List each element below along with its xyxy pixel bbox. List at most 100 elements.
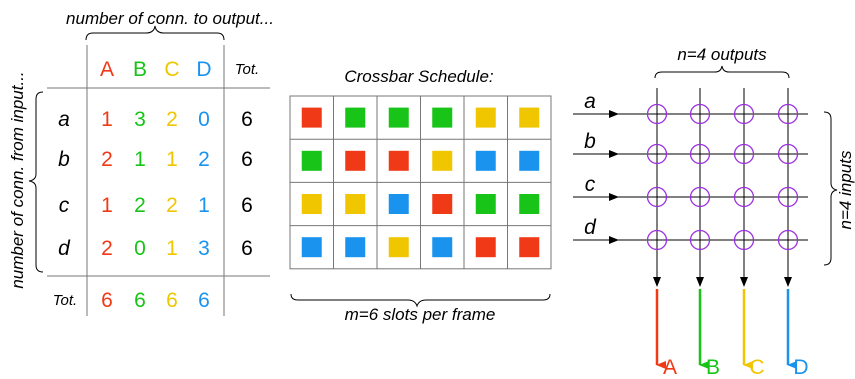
crosspoint-circle <box>777 143 799 165</box>
col-header-c: C <box>164 58 179 81</box>
outputs-brace <box>654 65 790 79</box>
row-total: 6 <box>241 237 253 260</box>
matrix-cell: 0 <box>134 237 146 260</box>
matrix-side-caption: number of conn. from input... <box>8 71 27 288</box>
matrix-cell: 3 <box>198 237 210 260</box>
crosspoint-circle <box>733 143 755 165</box>
output-arrowhead <box>784 277 792 287</box>
col-total-c: 6 <box>166 289 178 312</box>
schedule-slot-b <box>519 194 540 214</box>
col-total-b: 6 <box>134 289 146 312</box>
output-label-b: B <box>706 356 720 379</box>
schedule-slot-c <box>519 107 540 128</box>
crosspoint-circle <box>646 186 668 208</box>
crosspoint-circle <box>777 186 799 208</box>
crosspoints <box>646 103 799 251</box>
matrix-cell: 2 <box>166 108 178 131</box>
matrix-row-c: 1 2 2 1 6 <box>101 194 253 217</box>
schedule-slot-d <box>519 150 540 171</box>
schedule-title: Crossbar Schedule: <box>344 67 494 86</box>
input-label-b: b <box>584 130 596 153</box>
output-arrowhead <box>696 277 704 287</box>
schedule-slot-d <box>345 237 366 258</box>
matrix-cell: 0 <box>198 108 210 131</box>
matrix-cell: 2 <box>198 148 210 171</box>
matrix-cell: 1 <box>101 108 113 131</box>
matrix-cell: 1 <box>101 194 113 217</box>
matrix-cell: 1 <box>166 237 178 260</box>
schedule-slot-c <box>301 194 322 214</box>
output-arrowhead <box>653 277 661 287</box>
col-header-b: B <box>133 58 147 81</box>
crosspoint-circle <box>689 186 711 208</box>
crosspoint-circle <box>733 103 755 125</box>
matrix-cell: 1 <box>166 148 178 171</box>
schedule-slot-a <box>432 194 453 214</box>
schedule-slot-b <box>388 107 409 128</box>
matrix-row-d: 2 0 1 3 6 <box>101 237 253 260</box>
schedule-slot-d <box>432 237 453 258</box>
schedule-caption: m=6 slots per frame <box>345 305 496 324</box>
row-label-c: c <box>59 194 70 217</box>
crosspoint-circle <box>689 103 711 125</box>
matrix-cell: 2 <box>166 194 178 217</box>
row-label-d: d <box>58 237 71 260</box>
row-label-b: b <box>58 148 70 171</box>
col-header-d: D <box>196 58 211 81</box>
top-brace <box>85 25 225 41</box>
crosspoint-circle <box>689 229 711 251</box>
tot-column-header: Tot. <box>235 61 259 78</box>
schedule-slot-c <box>432 150 453 171</box>
matrix-row-b: 2 1 1 2 6 <box>101 148 253 171</box>
schedule-slot-c <box>475 107 496 128</box>
output-label-d: D <box>793 356 808 379</box>
schedule-grid <box>289 95 552 270</box>
matrix-cell: 1 <box>134 148 146 171</box>
schedule-slot-d <box>388 194 409 214</box>
schedule-slot-c <box>345 194 366 214</box>
row-total: 6 <box>241 108 253 131</box>
schedule-brace <box>290 293 551 308</box>
input-label-d: d <box>584 216 597 239</box>
row-total: 6 <box>241 148 253 171</box>
col-total-a: 6 <box>101 289 113 312</box>
inputs-brace <box>823 111 838 266</box>
outputs-caption: n=4 outputs <box>677 45 767 64</box>
side-brace <box>28 91 44 273</box>
input-label-c: c <box>585 173 596 196</box>
crosspoint-circle <box>733 186 755 208</box>
matrix-row-a: 1 3 2 0 6 <box>101 108 253 131</box>
row-total: 6 <box>241 194 253 217</box>
schedule-slot-a <box>301 107 322 128</box>
schedule-slot-d <box>475 150 496 171</box>
matrix-top-caption: number of conn. to output... <box>66 9 274 28</box>
crosspoint-circle <box>733 229 755 251</box>
crosspoint-circle <box>689 143 711 165</box>
crosspoint-circle <box>646 229 668 251</box>
matrix-cell: 2 <box>101 148 113 171</box>
tot-row-label: Tot. <box>53 292 77 309</box>
crosspoint-circle <box>777 103 799 125</box>
schedule-slot-a <box>519 237 540 258</box>
matrix-cell: 3 <box>134 108 146 131</box>
inputs-caption: n=4 inputs <box>836 150 855 229</box>
schedule-slot-b <box>301 150 322 171</box>
schedule-slot-a <box>388 150 409 171</box>
col-header-a: A <box>100 58 114 81</box>
schedule-slot-a <box>475 237 496 258</box>
matrix-cell: 1 <box>198 194 210 217</box>
schedule-slot-a <box>345 150 366 171</box>
connection-matrix: number of conn. to output... number of c… <box>8 9 274 316</box>
schedule-slot-b <box>432 107 453 128</box>
output-label-c: C <box>749 356 764 379</box>
crossbar-outputs: A B C D <box>653 88 809 379</box>
input-label-a: a <box>584 90 596 113</box>
output-label-a: A <box>663 356 677 379</box>
matrix-cell: 2 <box>134 194 146 217</box>
crosspoint-circle <box>646 103 668 125</box>
col-total-d: 6 <box>198 289 210 312</box>
